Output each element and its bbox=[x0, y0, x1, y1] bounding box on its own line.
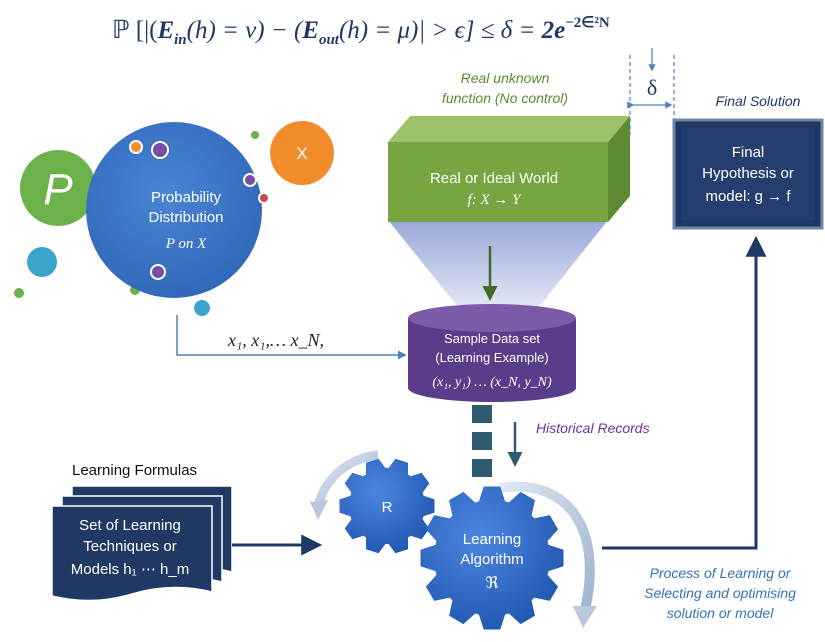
prob-dist-line2: Distribution bbox=[148, 209, 223, 226]
big-arc bbox=[499, 481, 595, 612]
big-gear-line2: Algorithm bbox=[460, 551, 523, 568]
final-solution-label: Final Solution bbox=[716, 93, 801, 109]
doc-sheet-front bbox=[51, 505, 213, 602]
green-dot bbox=[14, 288, 24, 298]
historical-records-label: Historical Records bbox=[536, 420, 650, 436]
dataset-line1: Sample Data set bbox=[444, 331, 540, 346]
probability-distribution-circle bbox=[86, 122, 262, 298]
process-line3: solution or model bbox=[667, 605, 775, 621]
world-box-line1: Real or Ideal World bbox=[430, 170, 558, 187]
x-bubble bbox=[270, 121, 334, 185]
world-box-top bbox=[388, 116, 630, 142]
record-block-3 bbox=[472, 459, 492, 477]
dataset-cylinder-body bbox=[408, 318, 576, 402]
purple-dot bbox=[151, 141, 169, 159]
techniques-line1: Set of Learning bbox=[79, 517, 181, 534]
small-arc bbox=[313, 450, 379, 508]
sample-arrow bbox=[176, 315, 407, 360]
world-box-line2: f: X → Y bbox=[468, 192, 523, 208]
prob-dist-line1: Probability bbox=[151, 189, 222, 206]
big-gear-line3: ℜ bbox=[485, 575, 498, 592]
red-dot-2 bbox=[258, 192, 270, 204]
dataset-cylinder-top bbox=[408, 304, 576, 332]
dataset-line3: (x₁, y₁) … (x_N, y_N) bbox=[432, 375, 552, 390]
p-letter: P bbox=[43, 165, 73, 214]
hypothesis-line2: Hypothesis or bbox=[702, 165, 794, 182]
hypothesis-line3: model: g → f bbox=[705, 188, 791, 205]
samples-label: x₁, x₁,… x_N, bbox=[227, 330, 324, 350]
delta-symbol: δ bbox=[647, 75, 657, 100]
small-gear-label: R bbox=[382, 499, 393, 516]
hypothesis-box-inner bbox=[682, 128, 814, 220]
process-line1: Process of Learning or bbox=[650, 565, 792, 581]
hypothesis-line1: Final bbox=[732, 144, 765, 161]
algorithm-to-hypothesis-arrow bbox=[602, 235, 767, 550]
purple-dot-3 bbox=[150, 264, 166, 280]
purple-dot-2 bbox=[243, 173, 257, 187]
funnel bbox=[388, 220, 608, 312]
real-unknown-line2: function (No control) bbox=[442, 90, 568, 106]
dataset-line2: (Learning Example) bbox=[435, 350, 548, 365]
green-dot-3 bbox=[251, 131, 259, 139]
record-block-2 bbox=[472, 432, 492, 450]
big-gear-line1: Learning bbox=[463, 531, 521, 548]
small-gear bbox=[339, 458, 435, 554]
world-box-front bbox=[388, 142, 608, 222]
x-letter: X bbox=[296, 144, 307, 163]
hoeffding-equation: ℙ [|(Ein(h) = ν) − (Eout(h) = μ)| > ϵ] ≤… bbox=[112, 15, 610, 48]
real-unknown-line1: Real unknown bbox=[461, 70, 550, 86]
p-bubble bbox=[20, 150, 96, 226]
techniques-line2: Techniques or bbox=[83, 538, 176, 555]
teal-bubble bbox=[27, 247, 57, 277]
big-gear bbox=[420, 486, 564, 630]
techniques-line3: Models h₁ ⋯ h_m bbox=[71, 561, 189, 578]
teal-dot bbox=[194, 300, 210, 316]
process-line2: Selecting and optimising bbox=[644, 585, 796, 601]
small-arc-head bbox=[310, 500, 328, 520]
world-box-side bbox=[608, 116, 630, 222]
record-block-1 bbox=[472, 405, 492, 423]
prob-dist-line3: P on X bbox=[165, 236, 207, 252]
orange-dot bbox=[129, 140, 143, 154]
learning-formulas-label: Learning Formulas bbox=[72, 462, 197, 479]
big-arc-head bbox=[573, 606, 597, 628]
